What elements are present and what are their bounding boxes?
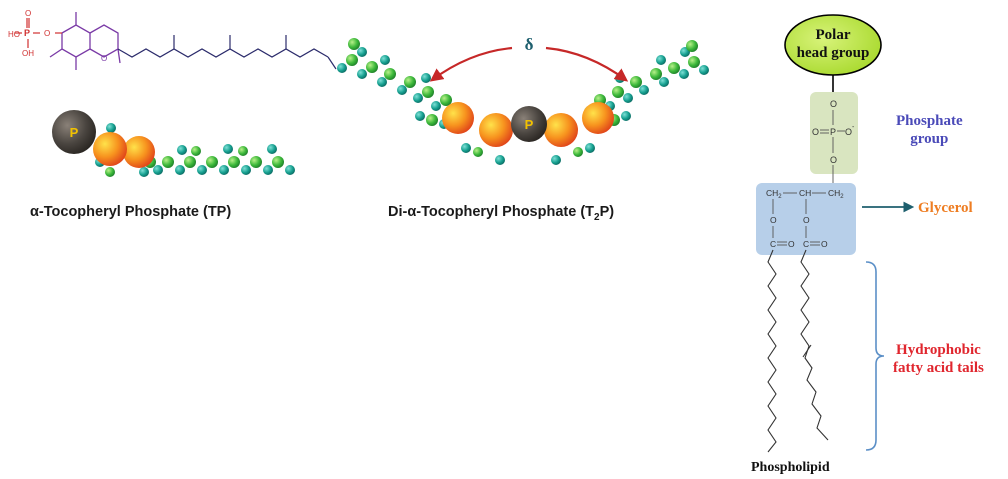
tp-orange-ball-1 — [93, 132, 127, 166]
t2p-head-label: P — [525, 117, 534, 132]
tp-struct-branches — [173, 35, 337, 70]
phosphate-p: P — [830, 127, 836, 137]
tp-struct-oh: OH — [22, 49, 34, 58]
tp-head-label: P — [70, 125, 79, 140]
hydrophobic-bracket — [865, 261, 885, 451]
tp-caption: α-Tocopheryl Phosphate (TP) — [30, 204, 232, 220]
tp-phosphate-head — [52, 110, 96, 154]
tp-orange-ball-2 — [123, 136, 155, 168]
hydrophobic-line2: fatty acid tails — [893, 360, 984, 376]
delta-angle-arrows: δ — [429, 35, 629, 82]
tp-struct-ring-o: O — [101, 54, 107, 63]
ester-o-carbonyl-left: O — [788, 239, 795, 249]
ester-o-left: O — [770, 215, 777, 225]
tp-struct-o2: O — [25, 9, 31, 18]
ester-o-right: O — [803, 215, 810, 225]
t2p-orange-ball-2 — [479, 113, 513, 147]
tp-struct-ho: HO — [8, 30, 20, 39]
phosphate-minus: - — [852, 124, 855, 131]
glycerol-ch: CH — [799, 188, 811, 198]
t2p-phosphate-head — [511, 106, 547, 142]
ester-c-right: C — [803, 239, 809, 249]
phospholipid-diagram: O O P O - O CH2 CH CH2 O O C O C O — [756, 14, 915, 453]
fatty-acid-tail-right — [800, 249, 829, 441]
delta-symbol: δ — [525, 35, 534, 54]
tp-tail-beads — [144, 144, 295, 175]
phosphate-line2: group — [910, 131, 949, 147]
glycerol-ch2-right: CH2 — [828, 188, 844, 200]
phospholipid-title: Phospholipid — [751, 460, 830, 475]
tp-struct-p: P — [24, 28, 30, 38]
glycerol-label: Glycerol — [918, 200, 973, 216]
t2p-bead-model: P — [337, 38, 709, 165]
hydrophobic-line1: Hydrophobic — [896, 342, 981, 358]
ester-c-left: C — [770, 239, 776, 249]
tp-struct-phytyl-tail — [117, 48, 329, 58]
phosphate-o-minus: O — [845, 127, 852, 137]
phosphate-group-label: Phosphate group — [896, 112, 963, 148]
t2p-orange-ball-4 — [582, 102, 614, 134]
tp-chemical-structure: HO P O O OH O — [8, 9, 337, 70]
t2p-orange-ball-3 — [544, 113, 578, 147]
phosphate-o-top: O — [830, 99, 837, 109]
polar-head-line1: Polar — [815, 27, 851, 43]
fatty-acid-tail-left — [767, 249, 777, 453]
phosphate-line1: Phosphate — [896, 113, 963, 129]
phosphate-o-bottom: O — [830, 155, 837, 165]
hydrophobic-tails-label: Hydrophobic fatty acid tails — [893, 341, 984, 377]
glycerol-ch2-left: CH2 — [766, 188, 782, 200]
phosphate-o-double: O — [812, 127, 819, 137]
polar-head-line2: head group — [796, 45, 870, 61]
t2p-caption: Di-α-Tocopheryl Phosphate (T2P) — [388, 204, 615, 223]
t2p-orange-ball-1 — [442, 102, 474, 134]
phosphate-group-box — [810, 92, 858, 174]
tp-struct-o1: O — [44, 29, 50, 38]
ester-o-carbonyl-right: O — [821, 239, 828, 249]
polar-head-label: Polar head group — [783, 26, 883, 62]
tp-bead-model: P — [52, 110, 295, 177]
glycerol-box — [756, 183, 856, 255]
